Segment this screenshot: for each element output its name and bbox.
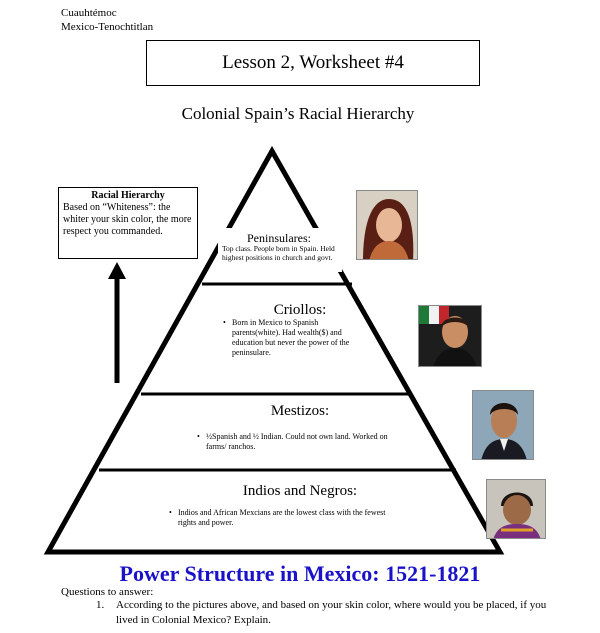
tier-criollos-title: Criollos:: [273, 302, 327, 318]
tier-peninsulares-title: Peninsulares:: [247, 231, 311, 245]
peninsulares-photo: [356, 190, 418, 260]
top-tier-label-bg: [218, 228, 342, 272]
student-name: Cuauhtémoc: [61, 7, 117, 19]
student-header: Cuauhtémoc Mexico-Tenochtitlan: [61, 6, 153, 34]
school-name: Mexico-Tenochtitlan: [61, 21, 154, 33]
tier-indios-item: • Indios and African Mexcians are the lo…: [169, 508, 398, 528]
tier-mestizos-item: • ½Spanish and ½ Indian. Could not own l…: [197, 432, 396, 452]
tier-peninsulares-text: Top class. People born in Spain. Held hi…: [222, 244, 335, 262]
hierarchy-note-body: Based on “Whiteness”: the whiter your sk…: [63, 202, 192, 237]
mestizos-photo: [472, 390, 534, 460]
questions-heading: Questions to answer:: [61, 586, 154, 598]
power-structure-banner: Power Structure in Mexico: 1521-1821: [119, 561, 481, 586]
bullet-icon: •: [197, 432, 200, 441]
pyramid-outline: [43, 145, 505, 555]
arrow-up-icon: [108, 262, 126, 279]
tier-mestizos-text: ½Spanish and ½ Indian. Could not own lan…: [206, 432, 388, 451]
question-text: According to the pictures above, and bas…: [116, 599, 547, 626]
question-item: 1. According to the pictures above, and …: [96, 598, 556, 628]
tier-indios-title: Indios and Negros:: [242, 483, 358, 499]
question-number: 1.: [96, 599, 105, 611]
lesson-title: Lesson 2, Worksheet #4: [222, 52, 404, 73]
lesson-title-box: Lesson 2, Worksheet #4: [146, 40, 480, 86]
racial-hierarchy-note: Racial Hierarchy Based on “Whiteness”: t…: [58, 187, 198, 259]
indios-photo: [486, 479, 546, 539]
tier-mestizos-title: Mestizos:: [270, 403, 330, 419]
page-subtitle: Colonial Spain’s Racial Hierarchy: [181, 104, 415, 123]
tier-indios-text: Indios and African Mexcians are the lowe…: [178, 508, 386, 527]
hierarchy-note-title: Racial Hierarchy: [91, 190, 165, 201]
tier-criollos-text: Born in Mexico to Spanish parents(white)…: [232, 318, 350, 357]
tier-criollos-item: • Born in Mexico to Spanish parents(whit…: [223, 318, 352, 358]
bullet-icon: •: [169, 508, 172, 517]
criollos-photo: [418, 305, 482, 367]
bullet-icon: •: [223, 318, 226, 327]
